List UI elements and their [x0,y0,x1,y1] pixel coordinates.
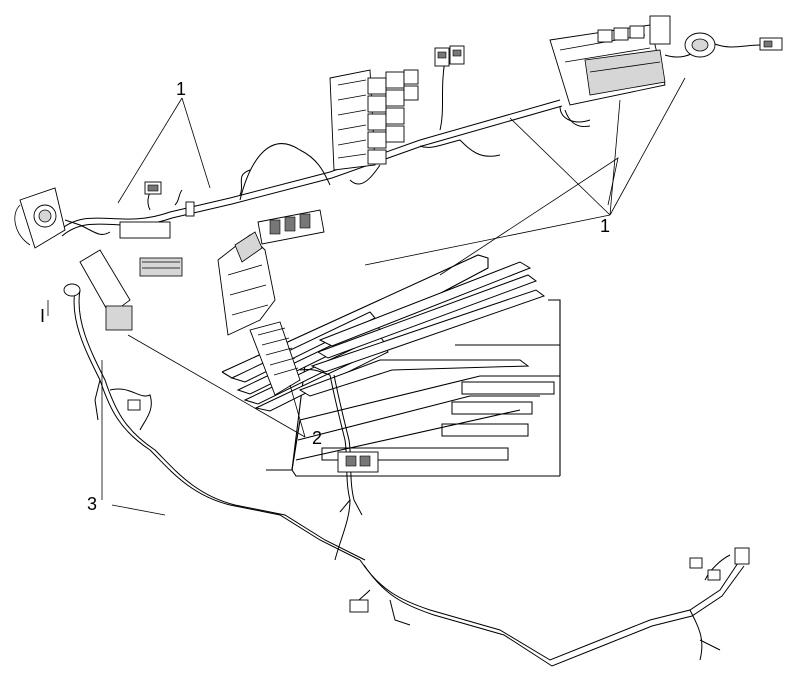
small-fuse-row [434,45,465,67]
callout-2: 2 [312,428,322,448]
accelerator-pedal [217,231,331,396]
right-round-connector [684,32,783,58]
floor-ribs [230,261,561,476]
switch-panel [257,209,325,245]
callout-1-top: 1 [176,79,186,99]
lower-harness [349,547,750,667]
callout-i: I [40,306,45,326]
callout-1-right: 1 [600,216,610,236]
right-control-unit [549,15,701,106]
middle-harness [329,374,379,561]
left-vertical-harness [63,249,366,562]
upper-harness [59,59,591,237]
leader-lines [47,77,686,516]
left-round-socket [14,187,111,249]
relay-fuse-block [329,69,419,171]
cab-floor-outline [221,254,561,477]
small-connectors-left [119,181,195,277]
callout-3: 3 [87,494,97,514]
